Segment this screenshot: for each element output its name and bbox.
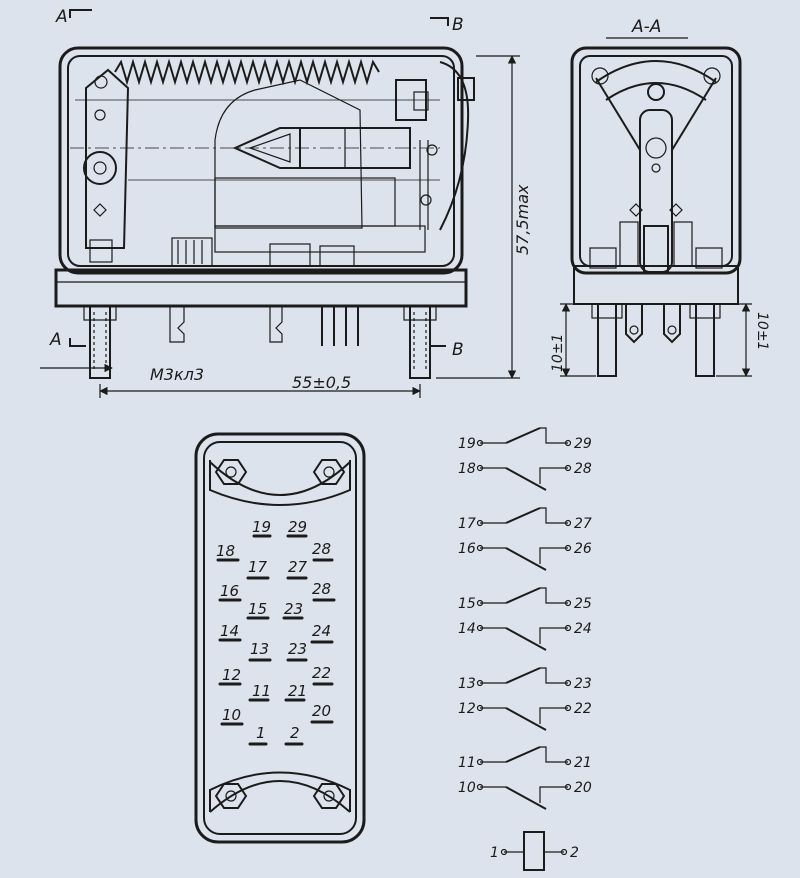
height-dimension: 57,5max	[513, 184, 532, 255]
contact-label: 19	[458, 436, 476, 452]
contact-label: 17	[458, 516, 476, 532]
contact-label: 11	[458, 755, 476, 771]
contact-label: 29	[574, 436, 592, 452]
contact-label: 16	[458, 541, 476, 557]
housing-outline	[58, 46, 464, 275]
section-base	[573, 265, 739, 305]
section-a-label: А	[55, 7, 68, 27]
stud-left	[89, 305, 111, 379]
contact-group-4	[476, 667, 572, 731]
contact-label: 22	[574, 701, 592, 717]
pin-label: 29	[288, 518, 307, 536]
pin-right-dimension: 10±1	[754, 312, 770, 350]
pin-label: 19	[252, 518, 271, 536]
pin-label: 18	[216, 542, 235, 560]
contact-group-1	[476, 427, 572, 491]
socket-pin-labels: 18 16 14 12 10 19 17 15 13 11 1 29 27 23…	[216, 518, 331, 742]
pin-label: 23	[284, 600, 303, 618]
contact-label: 25	[574, 596, 592, 612]
section-b-label: В	[452, 15, 464, 35]
pin-label: 1	[256, 724, 266, 742]
pin-label: 21	[288, 682, 307, 700]
pin-label: 22	[312, 664, 331, 682]
coil-winding	[214, 177, 396, 227]
section-a-bottom-label: А	[49, 330, 62, 350]
pin-label: 12	[222, 666, 241, 684]
socket-view	[194, 432, 366, 844]
hex-nut-tr	[312, 459, 346, 485]
coil-label: 2	[570, 845, 579, 861]
contact-label: 20	[574, 780, 592, 796]
contact-label: 13	[458, 676, 476, 692]
pin-label: 28	[312, 540, 331, 558]
contact-label: 15	[458, 596, 476, 612]
section-view	[560, 37, 752, 377]
hex-nut-bl	[214, 783, 248, 809]
contact-label: 24	[574, 621, 592, 637]
armature-lever	[85, 68, 130, 249]
core-hatched	[214, 79, 363, 229]
pin-label: 20	[312, 702, 331, 720]
contact-label: 12	[458, 701, 476, 717]
stud-right	[409, 305, 431, 379]
section-view-title: А-А	[631, 17, 661, 37]
pin-label: 11	[252, 682, 271, 700]
contact-label: 14	[458, 621, 476, 637]
hex-nut-br	[312, 783, 346, 809]
pin-label: 24	[312, 622, 331, 640]
pin-label: 10	[222, 706, 241, 724]
pin-label: 17	[248, 558, 268, 576]
hex-nut-tl	[214, 459, 248, 485]
contact-label: 18	[458, 461, 476, 477]
pin-label: 28	[312, 580, 331, 598]
pin-label: 14	[220, 622, 239, 640]
contact-label: 10	[458, 780, 476, 796]
contact-label: 23	[574, 676, 592, 692]
contact-group-5	[476, 746, 572, 810]
pivot	[83, 151, 117, 185]
section-b-bottom-label: В	[452, 340, 464, 360]
contact-labels: 19 29 18 28 17 27 16 26 15 25 14 24 13 2…	[458, 436, 592, 861]
pin-label: 15	[248, 600, 267, 618]
coil-symbol	[500, 831, 568, 871]
return-spring	[114, 58, 380, 86]
width-dimension: 55±0,5	[292, 373, 351, 392]
pin-label: 16	[220, 582, 239, 600]
contact-label: 28	[574, 461, 592, 477]
side-view	[40, 9, 520, 398]
contact-label: 21	[574, 755, 592, 771]
pin-label: 13	[250, 640, 269, 658]
thread-dimension: М3кл3	[150, 365, 204, 384]
contact-schematic	[476, 427, 572, 871]
pin-label: 27	[288, 558, 308, 576]
contact-group-3	[476, 587, 572, 651]
socket-outline	[194, 432, 366, 844]
pin-label: 23	[288, 640, 307, 658]
base-plate	[54, 268, 468, 308]
coil-label: 1	[490, 845, 499, 861]
contact-label: 26	[574, 541, 592, 557]
pin-label: 2	[290, 724, 300, 742]
contact-label: 27	[574, 516, 592, 532]
pin-left-dimension: 10±1	[550, 334, 566, 372]
contact-group-2	[476, 507, 572, 571]
